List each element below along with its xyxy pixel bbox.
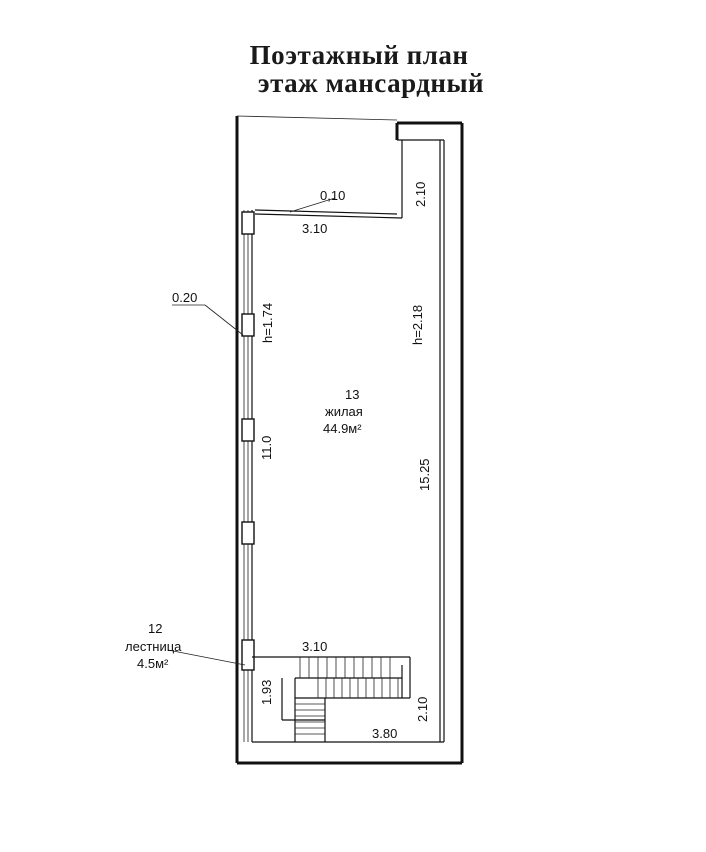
window-5 bbox=[241, 639, 255, 671]
leader-stair-room bbox=[167, 649, 246, 666]
window-1 bbox=[241, 211, 255, 235]
leader-lines bbox=[167, 197, 336, 666]
room-12-area: 4.5м² bbox=[137, 656, 169, 671]
label-height-right: h=2.18 bbox=[410, 305, 425, 345]
inner-walls bbox=[243, 139, 445, 743]
plan-subtitle: этаж мансардный bbox=[257, 68, 485, 98]
room-13-area: 44.9м² bbox=[323, 421, 362, 436]
stair-steps bbox=[295, 657, 399, 735]
leader-top-offset bbox=[289, 197, 336, 213]
label-stair-right: 2.10 bbox=[415, 697, 430, 722]
room-13-number: 13 bbox=[345, 387, 359, 402]
terrace-partition-2 bbox=[254, 209, 398, 215]
label-top-width: 3.10 bbox=[302, 221, 327, 236]
plan-title: Поэтажный план bbox=[249, 40, 469, 70]
window-3 bbox=[241, 418, 255, 442]
label-stair-width: 3.10 bbox=[302, 639, 327, 654]
windows bbox=[241, 211, 255, 671]
label-stair-left: 1.93 bbox=[259, 680, 274, 705]
label-bottom-width: 3.80 bbox=[372, 726, 397, 741]
label-top-offset: 0,10 bbox=[320, 188, 345, 203]
label-height-left: h=1.74 bbox=[260, 303, 275, 343]
room-12-name: лестница bbox=[125, 639, 182, 654]
room-13-name: жилая bbox=[325, 404, 363, 419]
staircase bbox=[252, 656, 411, 742]
window-2 bbox=[241, 313, 255, 337]
label-length-left: 11.0 bbox=[259, 436, 274, 460]
outer-walls bbox=[235, 115, 464, 765]
label-top-right-depth: 2.10 bbox=[413, 182, 428, 207]
leader-window-depth bbox=[204, 304, 244, 336]
terrace-partition bbox=[254, 213, 403, 219]
room-12-number: 12 bbox=[148, 621, 162, 636]
window-4 bbox=[241, 521, 255, 545]
top-open-edge bbox=[236, 115, 398, 121]
label-length-right: 15.25 bbox=[417, 458, 432, 491]
label-window-depth: 0.20 bbox=[172, 290, 197, 305]
